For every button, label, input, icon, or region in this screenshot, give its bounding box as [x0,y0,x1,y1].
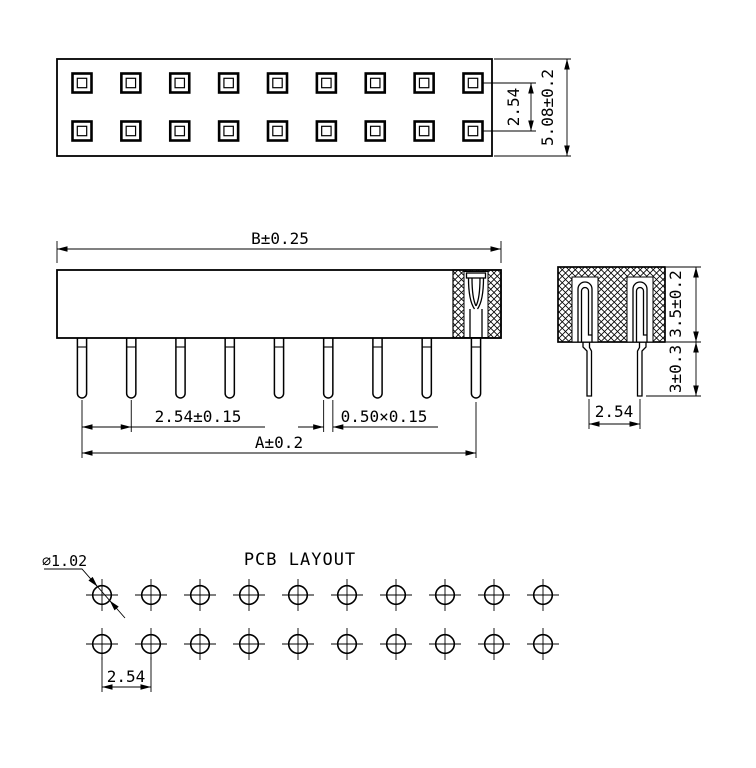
socket-square [168,72,191,94]
socket-square [71,72,93,94]
socket-square [71,120,93,142]
pcb-layout-title: PCB LAYOUT [244,550,356,570]
plated-hole-symbol [379,578,413,612]
socket-square [364,120,387,142]
plated-hole-symbol [330,627,364,661]
plated-hole-symbol [428,627,462,661]
socket-square [413,72,435,94]
top-view-dimension-lines [483,58,571,157]
plated-hole-symbol [281,578,315,612]
side-slot-right [626,276,654,343]
overall-width-dimension [56,241,502,263]
overall-width-label: B±0.25 [251,229,309,248]
plated-hole-symbol [183,627,217,661]
side-row-pitch-label: 2.54 [595,402,634,421]
plated-hole-symbol [526,627,560,661]
pin [76,337,88,399]
socket-square [315,72,338,94]
body-height-label: 5.08±0.2 [538,69,557,146]
hole-grid [85,578,560,661]
socket-square [217,72,240,94]
socket-square [217,120,240,142]
plated-hole-symbol [134,578,168,612]
socket-square [462,120,484,142]
pin-cross-section-label: 0.50×0.15 [341,407,428,426]
pin-row [76,337,482,399]
pin [470,337,482,399]
socket-contact-section [465,272,487,338]
plated-hole-symbol [232,627,266,661]
socket-square [120,72,142,94]
socket-square [168,120,191,142]
socket-square [120,120,142,142]
hole-diameter-leader [44,568,126,619]
plated-hole-symbol [330,578,364,612]
plated-hole-symbol [428,578,462,612]
pin [421,337,433,399]
row-pitch-label: 2.54 [504,88,523,127]
hole-diameter-label: ⌀1.02 [42,552,87,570]
socket-square-grid [71,72,484,142]
plated-hole-symbol [477,578,511,612]
top-view: 2.54 5.08±0.2 [56,58,571,157]
side-slot-left [571,276,599,343]
plated-hole-symbol [379,627,413,661]
pin [372,337,383,399]
plated-hole-symbol [232,578,266,612]
hole-pitch-label: 2.54 [107,667,146,686]
pcb-layout-view: PCB LAYOUT ⌀1.02 2.54 [42,550,560,692]
plated-hole-symbol [183,578,217,612]
socket-square [462,72,484,94]
pin [224,337,236,399]
pin [125,337,137,399]
front-view-body [56,269,502,339]
front-view: B±0.25 2.54±0.15 [56,229,502,458]
pin-pitch-label: 2.54±0.15 [155,407,242,426]
side-view: 3.5±0.2 3±0.3 2.54 [557,266,701,429]
pin-span-dimension [82,402,477,458]
plated-hole-symbol [477,627,511,661]
pin-span-label: A±0.2 [255,433,303,452]
plated-hole-symbol [526,578,560,612]
socket-square [413,120,435,142]
side-legs [582,342,647,397]
plated-hole-symbol [281,627,315,661]
pin [322,337,334,399]
side-body-height-label: 3.5±0.2 [666,270,685,337]
pin [273,337,285,399]
plated-hole-symbol [134,627,168,661]
side-contacts [577,281,648,342]
pin [175,337,186,399]
socket-square [266,72,289,94]
plated-hole-symbol [85,627,119,661]
socket-square [266,120,289,142]
socket-square [315,120,338,142]
socket-square [364,72,387,94]
top-view-body [56,58,493,157]
side-pin-length-label: 3±0.3 [666,345,685,393]
